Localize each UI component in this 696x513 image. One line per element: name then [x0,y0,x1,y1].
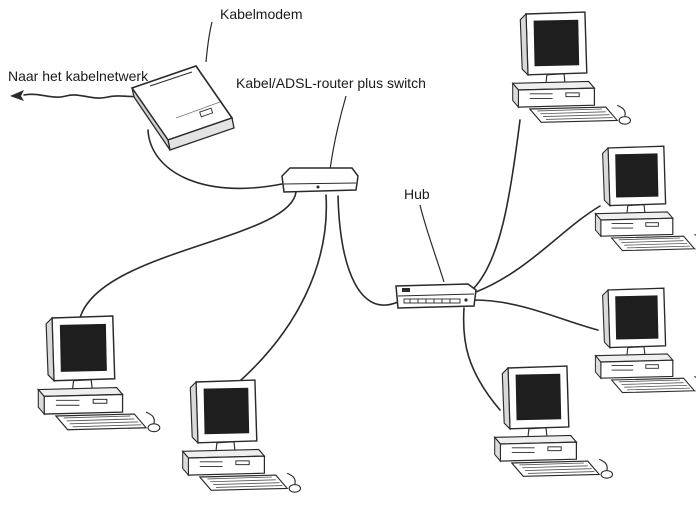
cable-hub-pc-right2 [473,299,599,331]
computer-bottom-left [37,315,161,433]
router-label-line [329,95,347,171]
label-router: Kabel/ADSL-router plus switch [236,75,426,91]
label-naar-kabelnetwerk: Naar het kabelnetwerk [8,68,149,84]
label-kabelmodem: Kabelmodem [220,6,303,22]
router-switch [281,167,359,193]
computer-bottom-middle [181,379,302,493]
hub-label-line [419,204,445,283]
arrow-left-icon [10,90,24,101]
cable-to-network [23,93,141,99]
computer-right-2 [594,287,696,396]
modem-label-line [205,21,213,63]
computer-top-right [511,11,632,125]
computer-bottom-right [493,365,614,479]
cable-hub-pc-right1 [475,205,601,293]
cable-router-pc1 [79,191,297,319]
cable-router-pc2 [231,194,328,389]
label-hub: Hub [404,186,430,202]
cable-hub-pc-bottom [462,307,501,411]
cable-hub-pc-top [473,119,521,289]
cable-router-hub [337,195,399,306]
hub [395,283,477,309]
computer-right-1 [594,145,696,254]
cable-modem [130,65,235,151]
cable-modem-router [147,129,283,190]
